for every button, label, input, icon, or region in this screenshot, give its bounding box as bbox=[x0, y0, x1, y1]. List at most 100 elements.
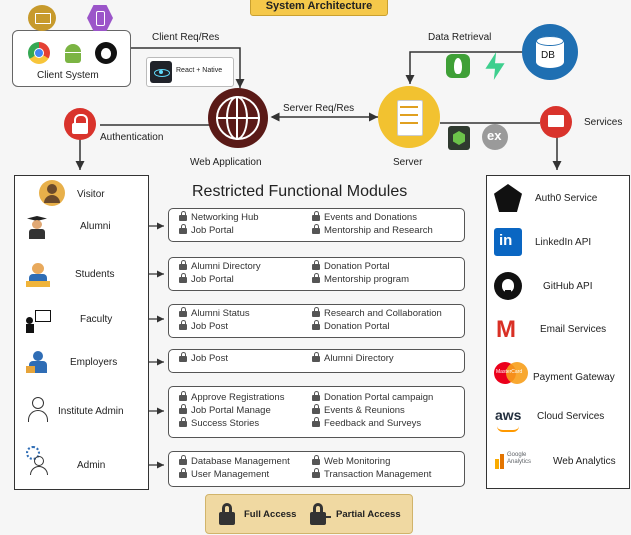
nodejs-icon bbox=[448, 126, 470, 150]
module-item: Research and Collaboration bbox=[312, 307, 442, 319]
lock-icon bbox=[179, 320, 187, 330]
server-icon bbox=[378, 86, 440, 148]
service-analytics: Web Analytics bbox=[553, 456, 616, 467]
module-item-text: Job Portal bbox=[191, 225, 234, 236]
module-item-text: Events & Reunions bbox=[324, 405, 405, 416]
module-item: Job Portal Manage bbox=[179, 404, 271, 416]
module-item: Transaction Management bbox=[312, 468, 432, 480]
module-item-text: Networking Hub bbox=[191, 212, 259, 223]
gmail-icon-text: M bbox=[496, 316, 516, 343]
lock-icon bbox=[312, 391, 320, 401]
module-item-text: Donation Portal campaign bbox=[324, 392, 434, 403]
module-item-text: Donation Portal bbox=[324, 261, 390, 272]
visitor-icon bbox=[39, 180, 65, 206]
lock-icon bbox=[312, 417, 320, 427]
module-item: Mentorship program bbox=[312, 273, 410, 285]
lock-icon bbox=[179, 468, 187, 478]
module-item: Alumni Status bbox=[179, 307, 250, 319]
react-native-badge: React + Native bbox=[146, 57, 234, 87]
module-item-text: Approve Registrations bbox=[191, 392, 285, 403]
services-label: Services bbox=[584, 117, 623, 128]
service-cloud: Cloud Services bbox=[537, 411, 605, 422]
role-students: Students bbox=[75, 269, 115, 280]
web-application-label: Web Application bbox=[190, 157, 262, 168]
services-icon bbox=[540, 106, 572, 138]
module-item: User Management bbox=[179, 468, 270, 480]
server-label: Server bbox=[393, 157, 423, 168]
lock-icon bbox=[179, 404, 187, 414]
module-item: Alumni Directory bbox=[312, 352, 394, 364]
lock-icon bbox=[179, 273, 187, 283]
partial-access-lock-icon bbox=[309, 503, 331, 525]
module-item: Job Portal bbox=[179, 224, 234, 236]
module-box-employers: Job Post Alumni Directory bbox=[168, 349, 465, 373]
mongodb-icon bbox=[446, 54, 470, 78]
employer-icon bbox=[26, 350, 50, 374]
module-box-faculty: Alumni Status Job Post Research and Coll… bbox=[168, 304, 465, 338]
react-native-label: React + Native bbox=[176, 67, 223, 74]
faculty-icon bbox=[26, 308, 52, 334]
react-icon bbox=[150, 61, 172, 83]
admin-icon bbox=[24, 446, 54, 476]
lock-icon bbox=[179, 211, 187, 221]
lock-icon bbox=[179, 455, 187, 465]
express-label: ex bbox=[487, 128, 502, 143]
module-item: Donation Portal campaign bbox=[312, 391, 434, 403]
lock-icon bbox=[312, 468, 320, 478]
module-item: Job Post bbox=[179, 352, 228, 364]
module-item: Success Stories bbox=[179, 417, 259, 429]
github-icon bbox=[494, 272, 522, 300]
apple-icon bbox=[95, 42, 117, 64]
module-item: Web Monitoring bbox=[312, 455, 390, 467]
service-github: GitHub API bbox=[543, 281, 593, 292]
aws-icon: aws bbox=[494, 405, 524, 433]
authentication-icon bbox=[64, 108, 96, 140]
lock-icon bbox=[179, 224, 187, 234]
module-item-text: Transaction Management bbox=[324, 469, 432, 480]
module-item: Approve Registrations bbox=[179, 391, 285, 403]
module-item: Networking Hub bbox=[179, 211, 259, 223]
client-req-res-label: Client Req/Res bbox=[152, 32, 220, 43]
module-item: Donation Portal bbox=[312, 320, 390, 332]
module-item-text: Database Management bbox=[191, 456, 290, 467]
role-alumni: Alumni bbox=[80, 221, 111, 232]
module-box-admin: Database Management User Management Web … bbox=[168, 451, 465, 487]
module-item: Feedback and Surveys bbox=[312, 417, 421, 429]
mobile-icon bbox=[87, 5, 113, 31]
lock-icon bbox=[179, 391, 187, 401]
module-item-text: Mentorship program bbox=[324, 274, 410, 285]
mastercard-icon-text: MasterCard bbox=[496, 369, 523, 375]
server-req-res-label: Server Req/Res bbox=[283, 103, 355, 114]
module-item-text: Job Post bbox=[191, 353, 228, 364]
role-institute-admin: Institute Admin bbox=[58, 406, 124, 417]
module-item: Mentorship and Research bbox=[312, 224, 433, 236]
legend-partial-access: Partial Access bbox=[336, 509, 401, 520]
module-item-text: Mentorship and Research bbox=[324, 225, 433, 236]
module-item-text: Job Post bbox=[191, 321, 228, 332]
module-item-text: User Management bbox=[191, 469, 270, 480]
lock-icon bbox=[312, 260, 320, 270]
android-icon bbox=[62, 42, 84, 64]
module-item: Database Management bbox=[179, 455, 290, 467]
google-analytics-icon-text: Google Analytics bbox=[507, 452, 532, 465]
services-panel bbox=[486, 175, 630, 489]
alumni-icon bbox=[26, 214, 48, 240]
module-item-text: Job Portal Manage bbox=[191, 405, 271, 416]
service-payment: Payment Gateway bbox=[533, 372, 615, 383]
role-faculty: Faculty bbox=[80, 314, 113, 325]
google-analytics-icon: Google Analytics bbox=[494, 448, 546, 472]
module-item-text: Job Portal bbox=[191, 274, 234, 285]
service-auth0: Auth0 Service bbox=[535, 193, 598, 204]
linkedin-icon-text: in bbox=[499, 232, 513, 249]
module-item-text: Donation Portal bbox=[324, 321, 390, 332]
role-admin: Admin bbox=[77, 460, 106, 471]
client-system-label: Client System bbox=[37, 70, 99, 81]
database-icon: DB bbox=[522, 24, 578, 80]
lock-icon bbox=[179, 417, 187, 427]
module-box-students: Alumni Directory Job Portal Donation Por… bbox=[168, 257, 465, 291]
lock-icon bbox=[312, 404, 320, 414]
linkedin-icon: in bbox=[494, 228, 522, 256]
module-item: Alumni Directory bbox=[179, 260, 261, 272]
module-item: Job Portal bbox=[179, 273, 234, 285]
